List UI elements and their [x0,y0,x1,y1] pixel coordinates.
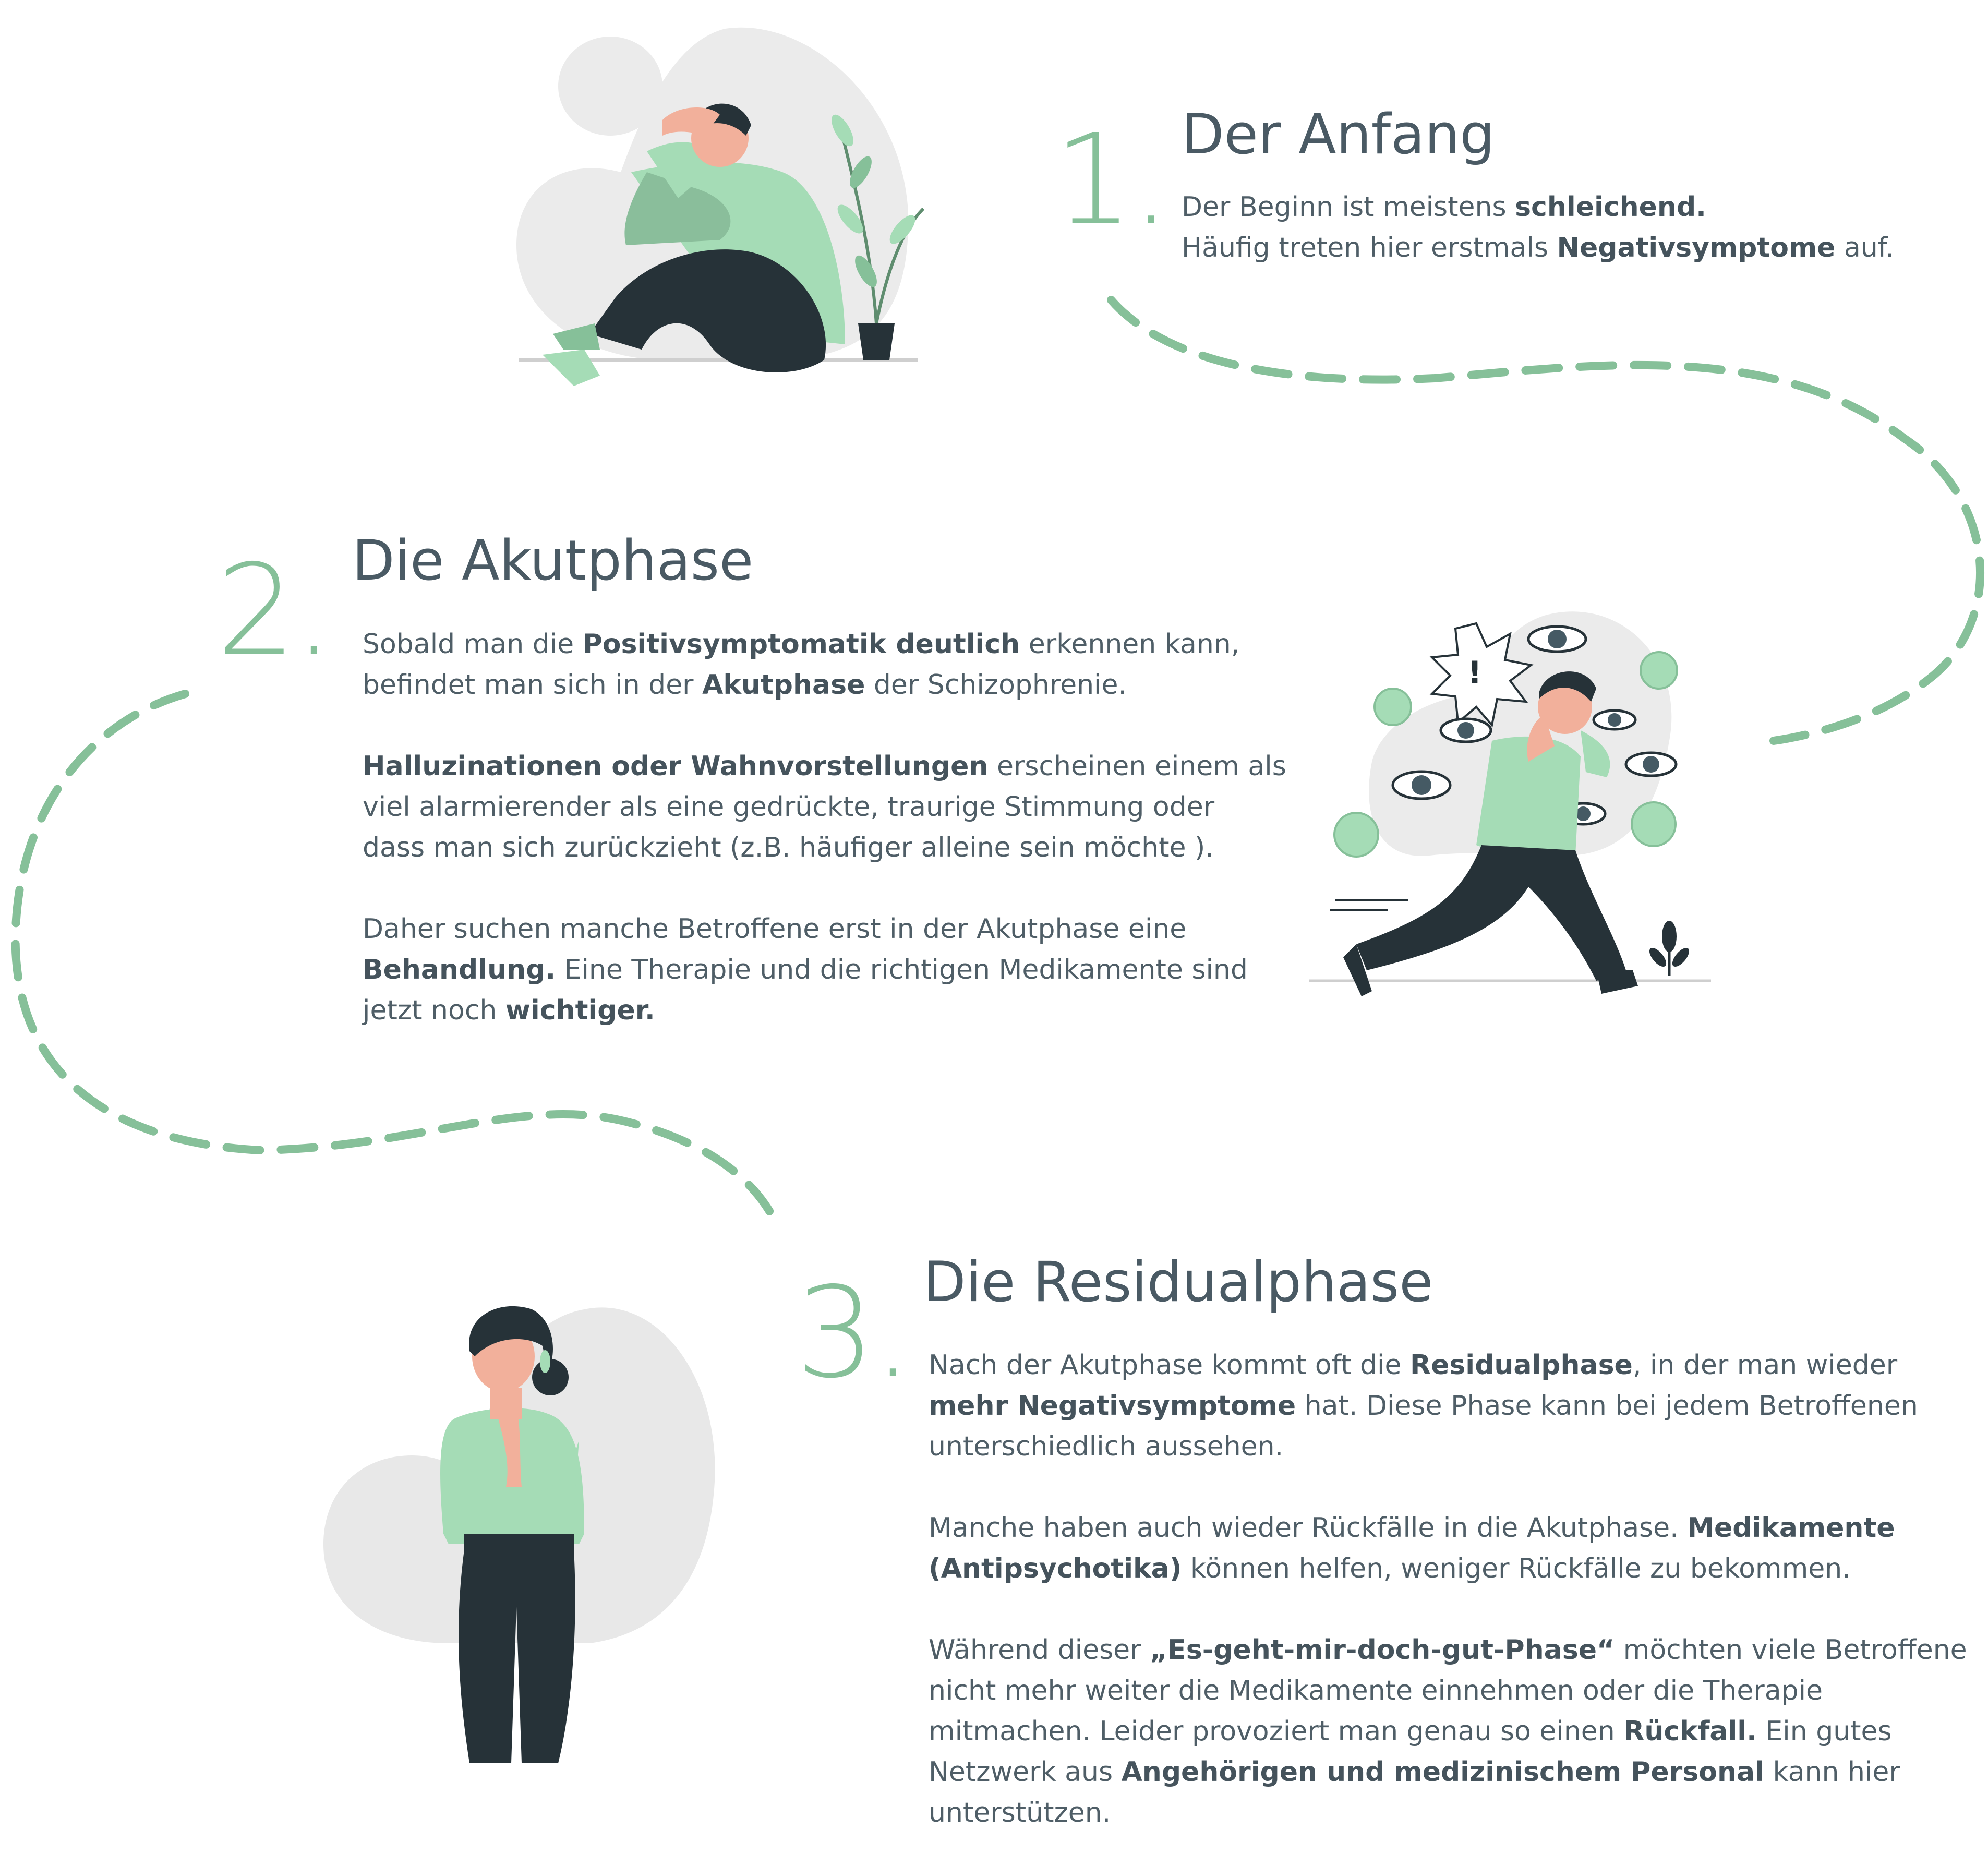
paragraph-gap [363,705,1286,746]
paragraph-gap [363,868,1286,909]
bold-text-run: Medikamente [1687,1512,1895,1544]
step-1-title: Der Anfang [1182,102,1495,166]
text-line: befindet man sich in der Akutphase der S… [363,665,1286,705]
text-line: unterstützen. [929,1792,1967,1833]
bold-text-run: „Es-geht-mir-doch-gut-Phase“ [1150,1634,1615,1666]
text-run: unterschiedlich aussehen. [929,1431,1284,1462]
text-run: Sobald man die [363,629,583,660]
text-run: mitmachen. Leider provoziert man genau s… [929,1716,1624,1747]
paragraph-gap [929,1589,1967,1630]
step-1-number: 1. [1054,107,1171,253]
text-line: Behandlung. Eine Therapie und die richti… [363,949,1286,990]
text-run: der Schizophrenie. [865,669,1127,701]
svg-text:!: ! [1467,655,1481,691]
bold-text-run: (Antipsychotika) [929,1553,1182,1584]
bold-text-run: Positivsymptomatik deutlich [582,629,1020,660]
text-line: Netzwerk aus Angehörigen und medizinisch… [929,1752,1967,1792]
text-run: Manche haben auch wieder Rückfälle in di… [929,1512,1688,1544]
text-line: Daher suchen manche Betroffene erst in d… [363,909,1286,949]
step-3-number: 3. [796,1260,913,1406]
text-run: Der Beginn ist meistens [1182,191,1515,223]
text-line: Manche haben auch wieder Rückfälle in di… [929,1508,1967,1548]
bold-text-run: Residualphase [1410,1350,1633,1381]
text-line: Häufig treten hier erstmals Negativsympt… [1182,227,1894,268]
text-run: , in der man wieder [1632,1350,1898,1381]
text-line: jetzt noch wichtiger. [363,990,1286,1031]
text-run: Nach der Akutphase kommt oft die [929,1350,1411,1381]
text-run: können helfen, weniger Rückfälle zu beko… [1182,1553,1851,1584]
bold-text-run: Halluzinationen oder Wahnvorstellungen [363,751,989,782]
step-1-body: Der Beginn ist meistens schleichend.Häuf… [1182,187,1894,268]
bold-text-run: Negativsymptome [1557,232,1836,263]
paragraph-gap [929,1467,1967,1508]
text-run: befindet man sich in der [363,669,703,701]
text-run: erscheinen einem als [988,751,1286,782]
text-run: Eine Therapie und die richtigen Medikame… [556,954,1248,985]
bold-text-run: wichtiger. [505,995,655,1026]
text-line: Während dieser „Es-geht-mir-doch-gut-Pha… [929,1630,1967,1670]
text-run: Ein gutes [1756,1716,1892,1747]
text-line: Der Beginn ist meistens schleichend. [1182,187,1894,227]
step-3-body: Nach der Akutphase kommt oft die Residua… [929,1345,1967,1833]
text-run: erkennen kann, [1020,629,1240,660]
text-run: Häufig treten hier erstmals [1182,232,1557,263]
text-line: dass man sich zurückzieht (z.B. häufiger… [363,827,1286,868]
text-run: dass man sich zurückzieht (z.B. häufiger… [363,832,1214,863]
text-run: Netzwerk aus [929,1756,1122,1788]
text-line: Halluzinationen oder Wahnvorstellungen e… [363,746,1286,787]
text-line: nicht mehr weiter die Medikamente einneh… [929,1670,1967,1711]
step-2-number: 2. [216,537,334,683]
text-run: Während dieser [929,1634,1150,1666]
text-line: (Antipsychotika) können helfen, weniger … [929,1548,1967,1589]
step-3-title: Die Residualphase [923,1250,1433,1314]
text-line: mitmachen. Leider provoziert man genau s… [929,1711,1967,1752]
text-run: nicht mehr weiter die Medikamente einneh… [929,1675,1823,1706]
text-line: viel alarmierender als eine gedrückte, t… [363,787,1286,827]
text-run: viel alarmierender als eine gedrückte, t… [363,791,1215,823]
bold-text-run: Akutphase [702,669,865,701]
text-line: mehr Negativsymptome hat. Diese Phase ka… [929,1386,1967,1426]
bold-text-run: schleichend. [1515,191,1706,223]
text-run: jetzt noch [363,995,505,1026]
text-run: unterstützen. [929,1797,1111,1828]
step-2-body: Sobald man die Positivsymptomatik deutli… [363,624,1286,1031]
text-run: möchten viele Betroffene [1615,1634,1967,1666]
text-line: Sobald man die Positivsymptomatik deutli… [363,624,1286,665]
text-line: unterschiedlich aussehen. [929,1426,1967,1467]
text-line: Nach der Akutphase kommt oft die Residua… [929,1345,1967,1386]
text-run: hat. Diese Phase kann bei jedem Betroffe… [1296,1390,1918,1422]
bold-text-run: Rückfall. [1623,1716,1757,1747]
text-run: auf. [1835,232,1894,263]
bold-text-run: Behandlung. [363,954,556,985]
text-run: kann hier [1764,1756,1900,1788]
bold-text-run: mehr Negativsymptome [929,1390,1296,1422]
text-run: Daher suchen manche Betroffene erst in d… [363,913,1187,945]
bold-text-run: Angehörigen und medizinischem Personal [1121,1756,1764,1788]
step-2-title: Die Akutphase [352,528,754,593]
